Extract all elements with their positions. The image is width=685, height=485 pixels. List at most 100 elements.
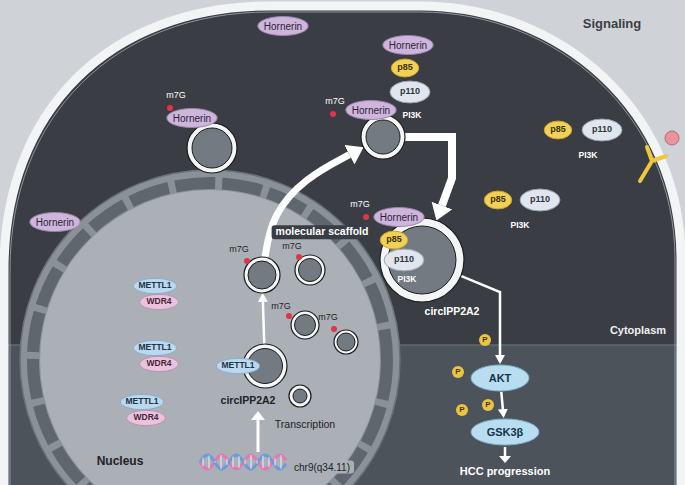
m7g-mark: m7G <box>350 200 370 210</box>
circrna-circle: m7G <box>265 300 320 345</box>
kinase-ellipse: GSK3β <box>470 418 540 446</box>
wdr4-protein: WDR4 <box>133 413 158 422</box>
p85-subunit: p85 <box>550 125 566 135</box>
dna-rung <box>227 459 228 465</box>
circrna-ring <box>334 330 358 354</box>
protein-shape <box>133 278 176 293</box>
mettl1-protein: METTL1 <box>138 281 171 290</box>
circrna-circle: m7G <box>280 238 330 288</box>
dna-strand <box>200 455 286 469</box>
protein-shape <box>391 59 419 77</box>
protein-shape <box>139 294 178 309</box>
p110-subunit: p110 <box>530 195 550 205</box>
m7g-cap-dot <box>330 111 336 117</box>
protein-shape <box>139 356 178 371</box>
complex-label: PI3K <box>511 221 530 230</box>
compartment-name: Nucleus <box>97 455 144 468</box>
dna-rung <box>275 458 276 465</box>
protein-shape <box>582 119 622 141</box>
m7g-mark: m7G <box>325 97 345 107</box>
flow-arrow <box>265 155 349 258</box>
circrna-core <box>248 261 276 289</box>
protein-shape <box>120 394 163 409</box>
protein-shape <box>484 191 512 209</box>
flow-arrow <box>405 137 452 206</box>
circrna-ring <box>291 311 319 339</box>
nucleoplasm <box>40 190 380 485</box>
pi3k-complex: Hornerinp85p110PI3K <box>372 205 442 290</box>
pathway-label: Signaling <box>583 17 642 31</box>
transcription-arrowhead <box>251 411 265 420</box>
p85-subunit: p85 <box>490 195 506 205</box>
protein-shape <box>520 189 560 211</box>
m7g-mark: m7G <box>229 245 249 255</box>
circrna-core <box>337 333 355 351</box>
kinase-ellipse: AKT <box>470 364 530 392</box>
methyltransferase-complex: METTL1WDR4 <box>125 338 189 374</box>
circrna-core <box>299 259 322 282</box>
dna-rung <box>221 455 222 469</box>
rna-name: circIPP2A2 <box>221 395 276 407</box>
kinase-name: GSK3β <box>487 426 524 438</box>
m7g-cap-dot <box>363 214 369 220</box>
protein-shape <box>30 213 80 232</box>
hornerin-protein: Hornerin <box>264 21 302 32</box>
circrna-ring <box>361 115 405 159</box>
circrna-core <box>295 315 316 336</box>
process-label: Transcription <box>275 419 335 431</box>
hornerin-protein: Hornerin <box>380 212 418 223</box>
protein-shape <box>133 340 176 355</box>
phosphate-mark: P <box>456 404 468 416</box>
kinase-shape <box>471 419 539 445</box>
compartment-name: Cytoplasm <box>610 324 666 336</box>
protein-shape <box>167 109 217 128</box>
dna-rung <box>209 455 210 468</box>
hornerin-protein: Hornerin <box>352 105 390 116</box>
wdr4-protein: WDR4 <box>146 297 171 306</box>
mettl1-protein: METTL1 <box>125 397 158 406</box>
ligand <box>665 131 679 145</box>
hornerin-protein: Hornerin <box>36 217 74 228</box>
m7g-cap-dot <box>331 326 337 332</box>
dna-helix <box>200 455 286 469</box>
circrna-core <box>192 128 232 168</box>
dna-rung <box>257 460 258 463</box>
nuclear-envelope <box>33 183 387 485</box>
protein-shape <box>383 36 433 55</box>
phosphate-mark: P <box>482 399 494 411</box>
kinase-name: AKT <box>489 372 512 384</box>
m7g-cap-dot <box>244 258 250 264</box>
complex-label: PI3K <box>403 111 422 120</box>
m7g-cap-dot <box>296 254 302 260</box>
protein-shape <box>216 358 259 373</box>
circrna-core <box>293 389 307 403</box>
protein-shape <box>544 121 572 139</box>
m7g-mark: m7G <box>282 242 302 252</box>
p110-subunit: p110 <box>592 125 612 135</box>
dna-rung <box>263 456 264 468</box>
m7g-mark: m7G <box>166 91 186 101</box>
m7g-cap-dot <box>167 105 173 111</box>
protein-shape <box>380 231 408 249</box>
m7g-mark: m7G <box>271 302 291 312</box>
rna-name: circIPP2A2 <box>425 306 480 318</box>
methyltransferase-complex: METTL1WDR4 <box>112 392 176 428</box>
wdr4-protein: WDR4 <box>146 359 171 368</box>
circrna-core <box>366 120 400 154</box>
circrna-circle: METTL1circIPP2A2 <box>200 335 300 410</box>
dna-strand <box>200 455 286 469</box>
circrna-ring <box>295 255 325 285</box>
hornerin-protein: Hornerin <box>389 40 427 51</box>
p110-subunit: p110 <box>400 87 420 97</box>
hornerin-protein: Hornerin <box>173 113 211 124</box>
receptor <box>640 147 666 181</box>
scaffold-circrna: molecular scaffoldm7GcircIPP2A2Hornerinp… <box>262 195 497 320</box>
protein-shape <box>346 101 396 120</box>
circrna-circle: m7G <box>315 308 360 356</box>
pi3k-complex: p85p110PI3K <box>530 110 630 168</box>
circrna-ring <box>289 385 311 407</box>
protein-shape <box>384 249 424 271</box>
flow-arrow <box>263 302 264 344</box>
